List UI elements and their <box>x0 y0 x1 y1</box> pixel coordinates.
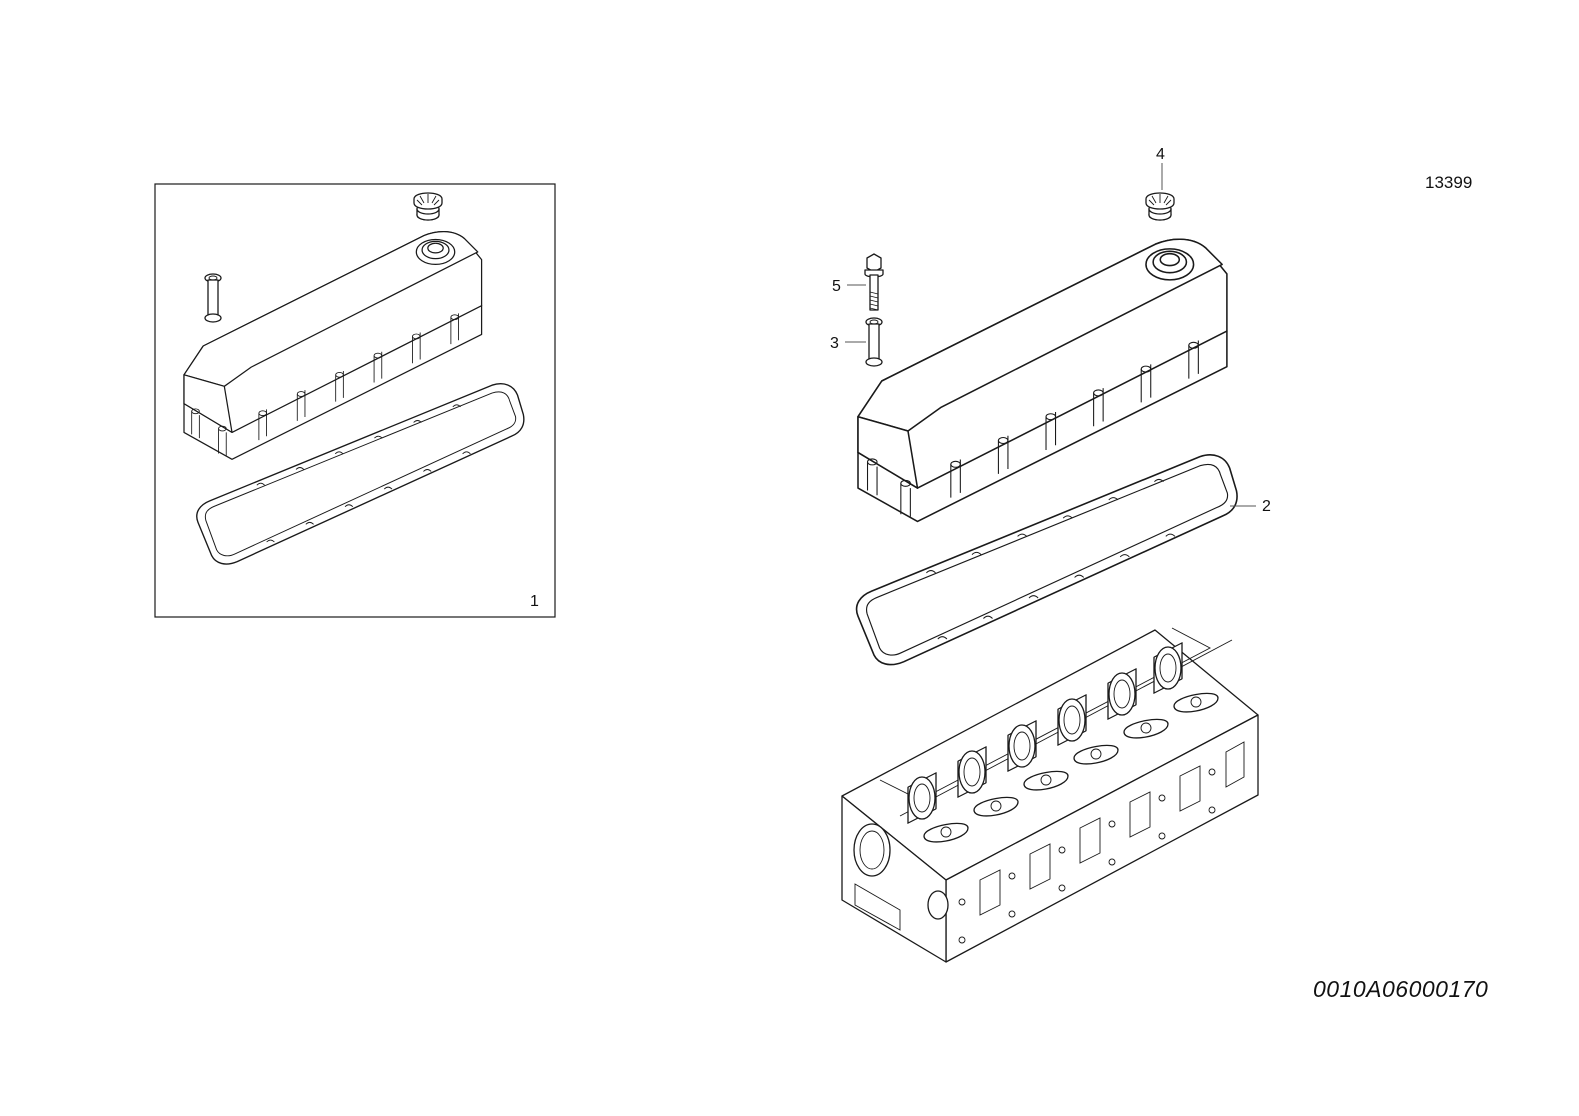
kit-callout-1: 1 <box>530 593 539 610</box>
kit-valve-cover <box>183 231 483 460</box>
bolt-part <box>864 253 884 311</box>
kit-frame <box>154 183 556 618</box>
cylinder-bores <box>907 642 1183 824</box>
callout-4: 4 <box>1156 146 1165 163</box>
kit-cap-screw <box>413 192 443 221</box>
cylinder-head <box>841 627 1259 963</box>
kit-sleeve <box>204 273 222 323</box>
drawing-code: 0010A06000170 <box>1313 976 1488 1002</box>
cap-screw-part <box>1145 192 1175 221</box>
kit-box: 1 <box>154 183 556 618</box>
reference-number: 13399 <box>1425 173 1472 192</box>
callout-2: 2 <box>1262 498 1271 515</box>
injector-pads <box>923 692 1219 843</box>
callout-5: 5 <box>832 278 841 295</box>
valve-cover-part <box>857 238 1228 523</box>
sleeve-part <box>865 317 883 367</box>
callout-3: 3 <box>830 335 839 352</box>
main-view: 4 5 3 2 <box>830 146 1271 963</box>
exhaust-ports <box>979 741 1245 916</box>
